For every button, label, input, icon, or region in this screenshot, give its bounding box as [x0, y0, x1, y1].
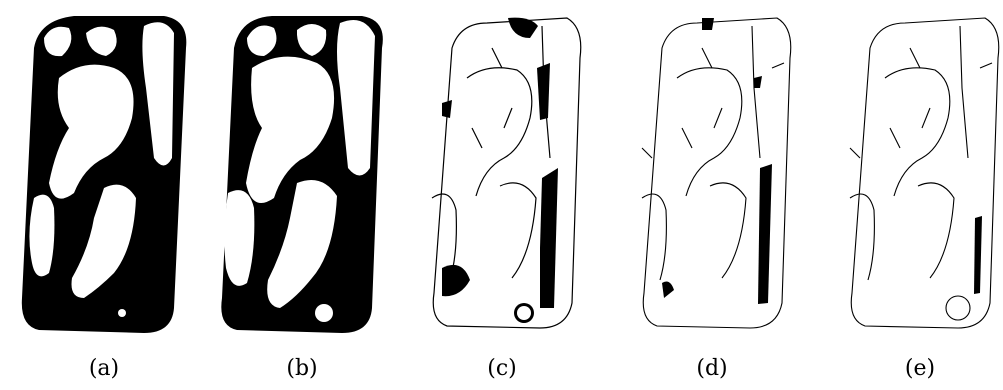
panel-e-image	[830, 8, 1003, 338]
panel-a	[14, 8, 194, 338]
caption-c: (c)	[462, 356, 542, 381]
caption-a: (a)	[64, 356, 144, 381]
panel-d-image	[622, 8, 802, 338]
panel-c-image	[412, 8, 592, 338]
caption-d: (d)	[672, 356, 752, 381]
panel-b	[212, 8, 392, 338]
panel-a-image	[14, 8, 194, 338]
caption-b: (b)	[262, 356, 342, 381]
panel-b-image	[212, 8, 392, 338]
panel-c	[412, 8, 592, 338]
caption-e: (e)	[880, 356, 960, 381]
panel-e	[830, 8, 1003, 338]
panel-d	[622, 8, 802, 338]
